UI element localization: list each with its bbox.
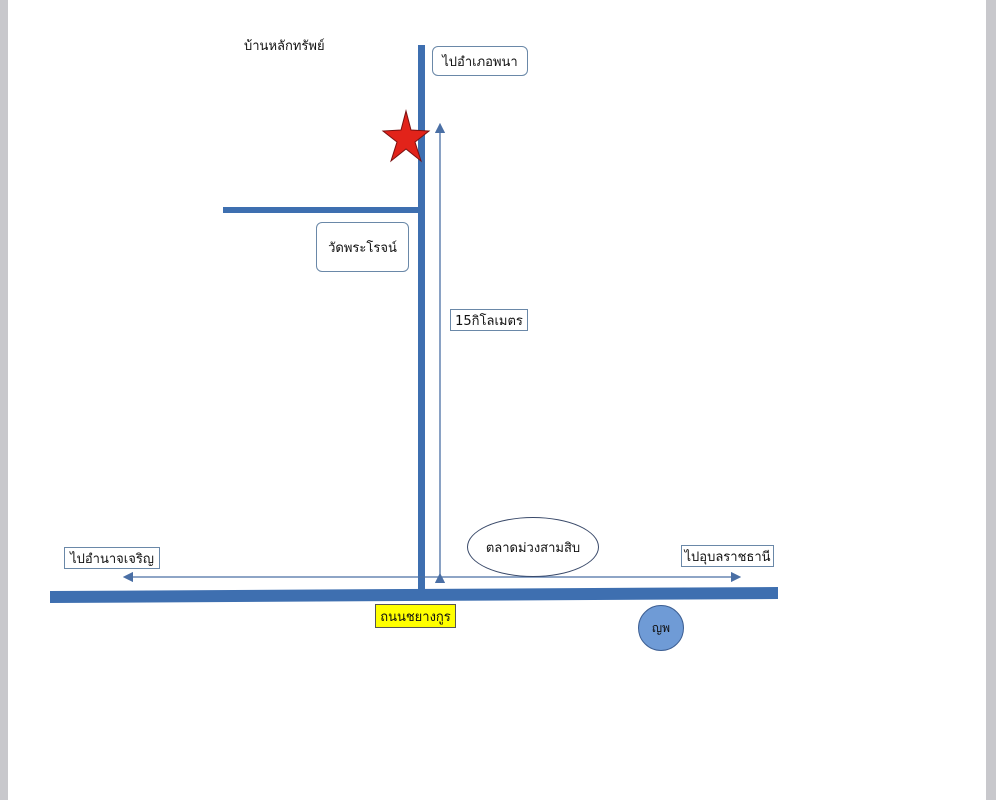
to-amnat-box: ไปอำนาจเจริญ xyxy=(64,547,160,569)
location-star-icon xyxy=(381,109,431,163)
village-label: บ้านหลักทรัพย์ xyxy=(244,39,325,54)
market-ellipse: ตลาดม่วงสามสิบ xyxy=(467,517,599,577)
page-edge-left xyxy=(0,0,8,800)
to-phana-box: ไปอำเภอพนา xyxy=(432,46,528,76)
page-edge-right xyxy=(986,0,996,800)
map-graphics xyxy=(50,45,778,603)
road-horizontal-main xyxy=(50,587,778,603)
road-vertical-main xyxy=(418,45,425,593)
landmark-circle: ญพ xyxy=(638,605,684,651)
distance-box: 15กิโลเมตร xyxy=(450,309,528,331)
temple-box: วัดพระโรจน์ xyxy=(316,222,409,272)
road-side-temple xyxy=(223,207,421,213)
map-canvas: บ้านหลักทรัพย์ ไปอำเภอพนา วัดพระโรจน์ 15… xyxy=(8,0,986,800)
road-name-highlight: ถนนชยางกูร xyxy=(375,604,456,628)
to-ubon-box: ไปอุบลราชธานี xyxy=(681,545,774,567)
